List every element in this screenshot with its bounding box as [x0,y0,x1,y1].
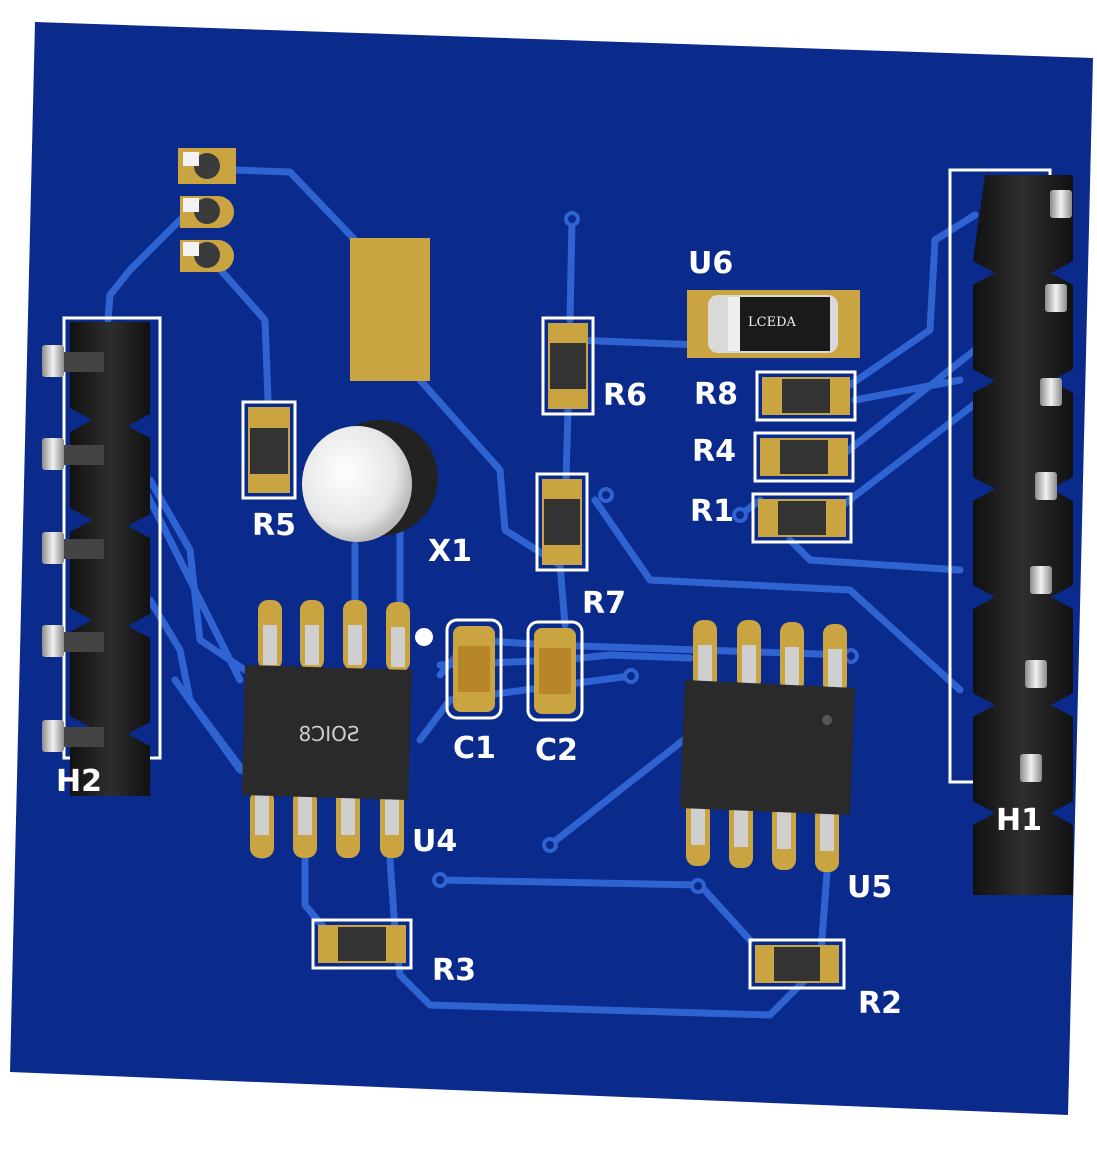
resistor-r1 [751,492,853,544]
label-r5: R5 [252,508,296,543]
resistor-r5 [241,400,297,500]
label-r8: R8 [694,377,738,412]
label-x1: X1 [428,534,473,569]
label-h1: H1 [996,803,1042,838]
chip-u4 [242,600,412,858]
label-c2: C2 [535,733,578,768]
header-h2 [42,316,162,796]
resistor-r8 [755,370,857,422]
passive-components [241,316,857,990]
chip-u4-marking: SOIC8 [298,722,360,746]
label-r4: R4 [692,434,736,469]
label-u5: U5 [847,870,893,905]
label-r1: R1 [690,494,734,529]
three-pin-connector [178,148,236,272]
label-r3: R3 [432,953,476,988]
resistor-r6 [541,316,595,416]
label-r2: R2 [858,986,902,1021]
label-r7: R7 [582,586,626,621]
crystal-x1 [302,420,438,542]
pin1-marker [415,628,433,646]
label-r6: R6 [603,378,647,413]
resistor-r7 [535,472,589,572]
label-u6: U6 [688,246,734,281]
label-u4: U4 [412,824,458,859]
header-h1 [948,168,1073,895]
chip-u6-marking: LCEDA [748,315,796,330]
chip-u5 [680,620,855,872]
capacitor-c1 [445,618,503,720]
capacitor-c2 [526,620,584,722]
resistor-r4 [753,431,855,483]
large-pad [350,238,430,381]
resistor-r3 [311,918,413,970]
diode-u6 [687,290,860,358]
resistor-r2 [748,938,846,990]
label-h2: H2 [56,764,102,799]
label-c1: C1 [453,731,496,766]
